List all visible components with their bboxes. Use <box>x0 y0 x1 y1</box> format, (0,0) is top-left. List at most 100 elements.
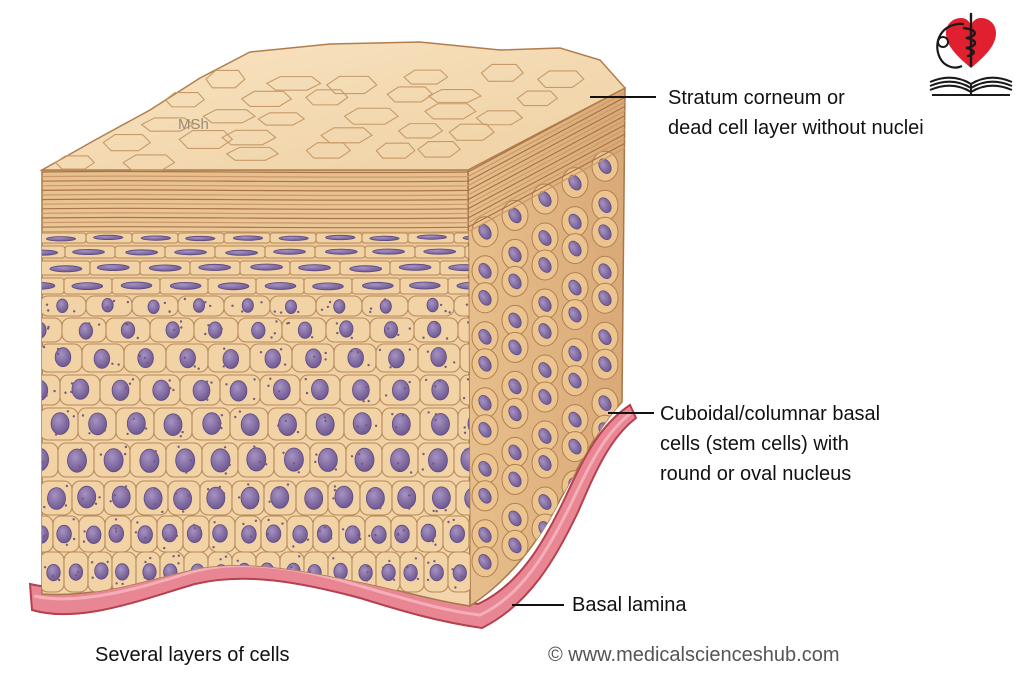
side-cell-nucleus <box>508 246 522 263</box>
open-book-icon <box>929 76 1013 94</box>
cell-nucleus <box>111 485 131 509</box>
granule <box>90 561 94 564</box>
granule <box>177 562 180 565</box>
cell-nucleus <box>163 413 183 437</box>
cell-nucleus <box>391 412 411 436</box>
granule <box>43 505 46 509</box>
side-cell-nucleus <box>568 345 582 362</box>
cell-nucleus <box>210 448 231 473</box>
epithelial-cell <box>42 317 63 343</box>
granule <box>454 586 457 589</box>
granule <box>408 507 411 510</box>
granule <box>88 432 91 435</box>
side-cell-nucleus <box>568 372 582 389</box>
side-cell-nucleus <box>508 339 522 356</box>
granule <box>335 322 339 325</box>
side-cell-nucleus <box>508 378 522 395</box>
granule <box>179 320 183 323</box>
granule <box>258 460 261 464</box>
surface-squame-outline <box>225 146 280 161</box>
granule <box>297 471 300 474</box>
granule <box>109 500 112 503</box>
granule <box>374 533 377 537</box>
granule <box>181 430 184 434</box>
keratin-lamella <box>41 96 626 183</box>
granule <box>394 426 398 429</box>
granule <box>314 460 317 464</box>
granule <box>144 560 147 564</box>
granule <box>320 501 323 504</box>
granule <box>106 560 109 564</box>
granule <box>324 351 327 355</box>
granule <box>323 526 327 529</box>
granule <box>53 389 56 393</box>
cell-nucleus <box>42 321 47 339</box>
surface-squame-outline <box>427 89 482 103</box>
granule <box>75 574 78 577</box>
cell-nucleus <box>206 486 226 510</box>
cell-nucleus <box>71 378 90 400</box>
granule <box>57 578 61 582</box>
granule <box>193 365 196 368</box>
cell-nucleus <box>169 281 202 290</box>
granule <box>259 351 263 354</box>
granule <box>426 350 430 353</box>
side-cell-nucleus <box>538 323 552 339</box>
side-cell-nucleus <box>478 487 492 504</box>
cell-nucleus <box>165 321 180 339</box>
side-cell-nucleus <box>478 460 492 477</box>
granule <box>315 506 318 509</box>
granule <box>136 521 139 524</box>
granule <box>277 424 280 427</box>
cell-nucleus <box>212 524 228 543</box>
granule <box>43 534 46 537</box>
granule <box>177 417 180 420</box>
granule <box>324 419 327 423</box>
cell-nucleus <box>46 563 61 582</box>
side-cell-nucleus <box>538 494 552 510</box>
granule <box>173 328 176 332</box>
granule <box>383 298 387 301</box>
cell-nucleus <box>324 248 358 255</box>
granule <box>397 468 401 471</box>
granule <box>37 450 39 452</box>
side-cell-nucleus <box>538 296 552 312</box>
granule <box>70 390 73 394</box>
epithelial-cell <box>468 515 470 553</box>
surface-squame-outline <box>102 133 152 152</box>
granule <box>177 445 180 448</box>
side-cell-nucleus <box>538 455 552 471</box>
cell-nucleus <box>298 264 331 272</box>
granule <box>290 566 293 569</box>
cell-nucleus <box>431 486 451 510</box>
granule <box>388 559 391 563</box>
epithelial-cell <box>42 277 65 295</box>
granule <box>198 526 201 529</box>
side-cell-nucleus <box>598 395 612 412</box>
surface-squame-outline <box>375 142 416 159</box>
side-cell-nucleus <box>598 263 612 280</box>
granule <box>193 586 196 589</box>
surface-squame-outline <box>403 69 449 85</box>
granule <box>310 336 314 339</box>
granule <box>445 337 449 340</box>
granule <box>369 310 372 314</box>
granule <box>183 297 187 301</box>
cell-nucleus <box>416 234 447 240</box>
granule <box>384 394 388 397</box>
surface-squame-outline <box>122 154 176 171</box>
cell-nucleus <box>56 524 72 544</box>
granule <box>433 560 436 563</box>
side-cell-nucleus <box>598 290 612 307</box>
granule <box>114 527 117 530</box>
granule <box>146 361 149 365</box>
granule <box>329 429 333 433</box>
side-cell-nucleus <box>568 213 582 230</box>
cell-nucleus <box>372 248 406 255</box>
cell-nucleus <box>388 348 405 369</box>
granule <box>281 522 284 525</box>
granule <box>99 453 103 456</box>
keratin-lamella <box>41 87 626 174</box>
